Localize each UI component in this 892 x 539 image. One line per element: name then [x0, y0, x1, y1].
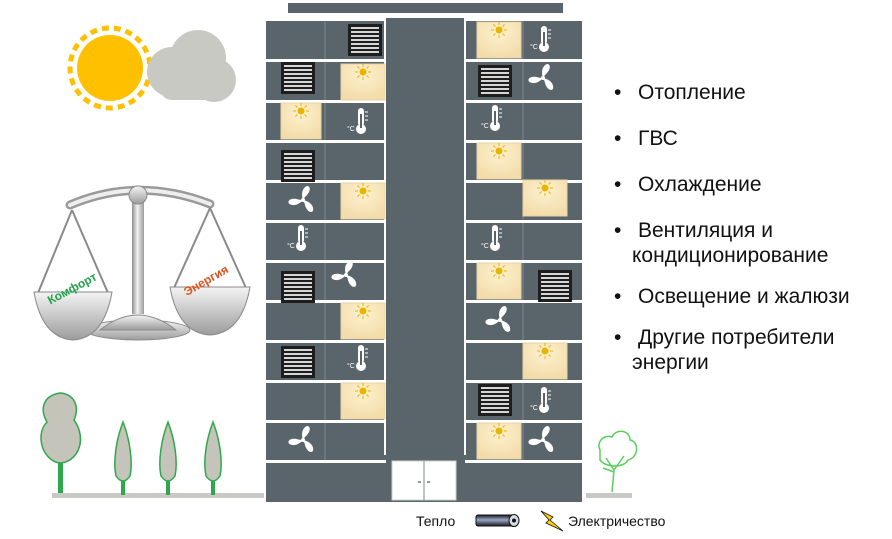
floor-slab [465, 18, 582, 21]
floor-slab [465, 460, 582, 463]
floor-slab [465, 260, 582, 263]
lamp-icon [522, 342, 568, 380]
list-item: Отопление [612, 80, 892, 105]
svg-text:°C: °C [530, 404, 538, 412]
scale-icon: Комфорт Энергия [33, 185, 251, 341]
thermometer-icon: °C [481, 105, 502, 131]
legend-heat-label: Тепло [416, 513, 456, 529]
floor-slab [266, 380, 386, 383]
floor-slab [465, 300, 582, 303]
floor-slab [465, 100, 582, 103]
fan-icon [331, 261, 357, 287]
list-item: ГВС [612, 126, 892, 151]
floor-slab [465, 220, 582, 223]
tree-icon [114, 419, 132, 495]
blind-icon [538, 270, 572, 302]
floor-slab [465, 340, 582, 343]
lamp-icon [476, 262, 522, 300]
lamp-icon [340, 382, 386, 420]
lamp-icon [280, 102, 322, 140]
floor-slab [465, 59, 582, 62]
floor-slab [266, 140, 386, 143]
fan-icon [288, 426, 314, 452]
blind-icon [348, 24, 382, 56]
thermometer-icon: °C [287, 225, 308, 251]
list-item: Освещение и жалюзи [612, 284, 892, 309]
thermometer-icon: °C [530, 387, 551, 413]
thermometer-icon: °C [347, 345, 368, 371]
tree-icon [40, 392, 82, 493]
thermometer-icon: °C [530, 26, 551, 52]
svg-text:°C: °C [347, 362, 355, 370]
blind-icon [281, 271, 315, 303]
svg-text:°C: °C [287, 242, 295, 250]
lightning-icon [540, 510, 564, 532]
floor-slab [266, 100, 386, 103]
blind-icon [281, 150, 315, 182]
svg-text:°C: °C [481, 242, 489, 250]
blind-icon [478, 65, 512, 97]
fan-icon [528, 64, 554, 90]
cloud-icon [147, 30, 236, 102]
svg-text:°C: °C [347, 125, 355, 133]
lamp-icon [476, 422, 522, 460]
blind-icon [478, 384, 512, 416]
fan-icon [485, 306, 511, 332]
tree-icon [598, 430, 638, 493]
floor-slab [266, 420, 386, 423]
floor-slab [266, 260, 386, 263]
floor-slab [266, 300, 386, 303]
lamp-icon [476, 142, 522, 180]
ground-right [586, 493, 632, 498]
svg-text:°C: °C [481, 122, 489, 130]
tree-icon [204, 419, 222, 495]
sun-icon [67, 25, 153, 111]
legend-electricity-label: Электричество [568, 513, 666, 529]
fan-icon [528, 426, 554, 452]
blind-icon [281, 62, 315, 94]
lamp-icon [340, 302, 386, 340]
floor-slab [266, 18, 386, 21]
building: °C °C °C °C °C °C °C [266, 3, 582, 502]
floor-slab [465, 420, 582, 423]
lamp-icon [476, 21, 522, 59]
floor-slab [465, 140, 582, 143]
entrance-door [391, 460, 457, 501]
floor-slab [266, 340, 386, 343]
energy-consumers-list: Отопление ГВС Охлаждение Вентиляция икон… [612, 76, 892, 375]
floor-slab [465, 380, 582, 383]
floor-slab [266, 180, 386, 183]
blind-icon [281, 346, 315, 378]
fan-icon [288, 186, 314, 212]
lamp-icon [340, 63, 386, 101]
floor-slab [266, 460, 386, 463]
thermometer-icon: °C [481, 225, 502, 251]
tree-icon [159, 419, 177, 495]
svg-text:°C: °C [530, 43, 538, 51]
pipe-icon [475, 514, 520, 527]
floor-slab [266, 220, 386, 223]
ground [52, 493, 264, 498]
floor-slab [266, 59, 386, 62]
list-item: Охлаждение [612, 172, 892, 197]
thermometer-icon: °C [347, 108, 368, 134]
lamp-icon [522, 179, 568, 217]
lamp-icon [340, 182, 386, 220]
